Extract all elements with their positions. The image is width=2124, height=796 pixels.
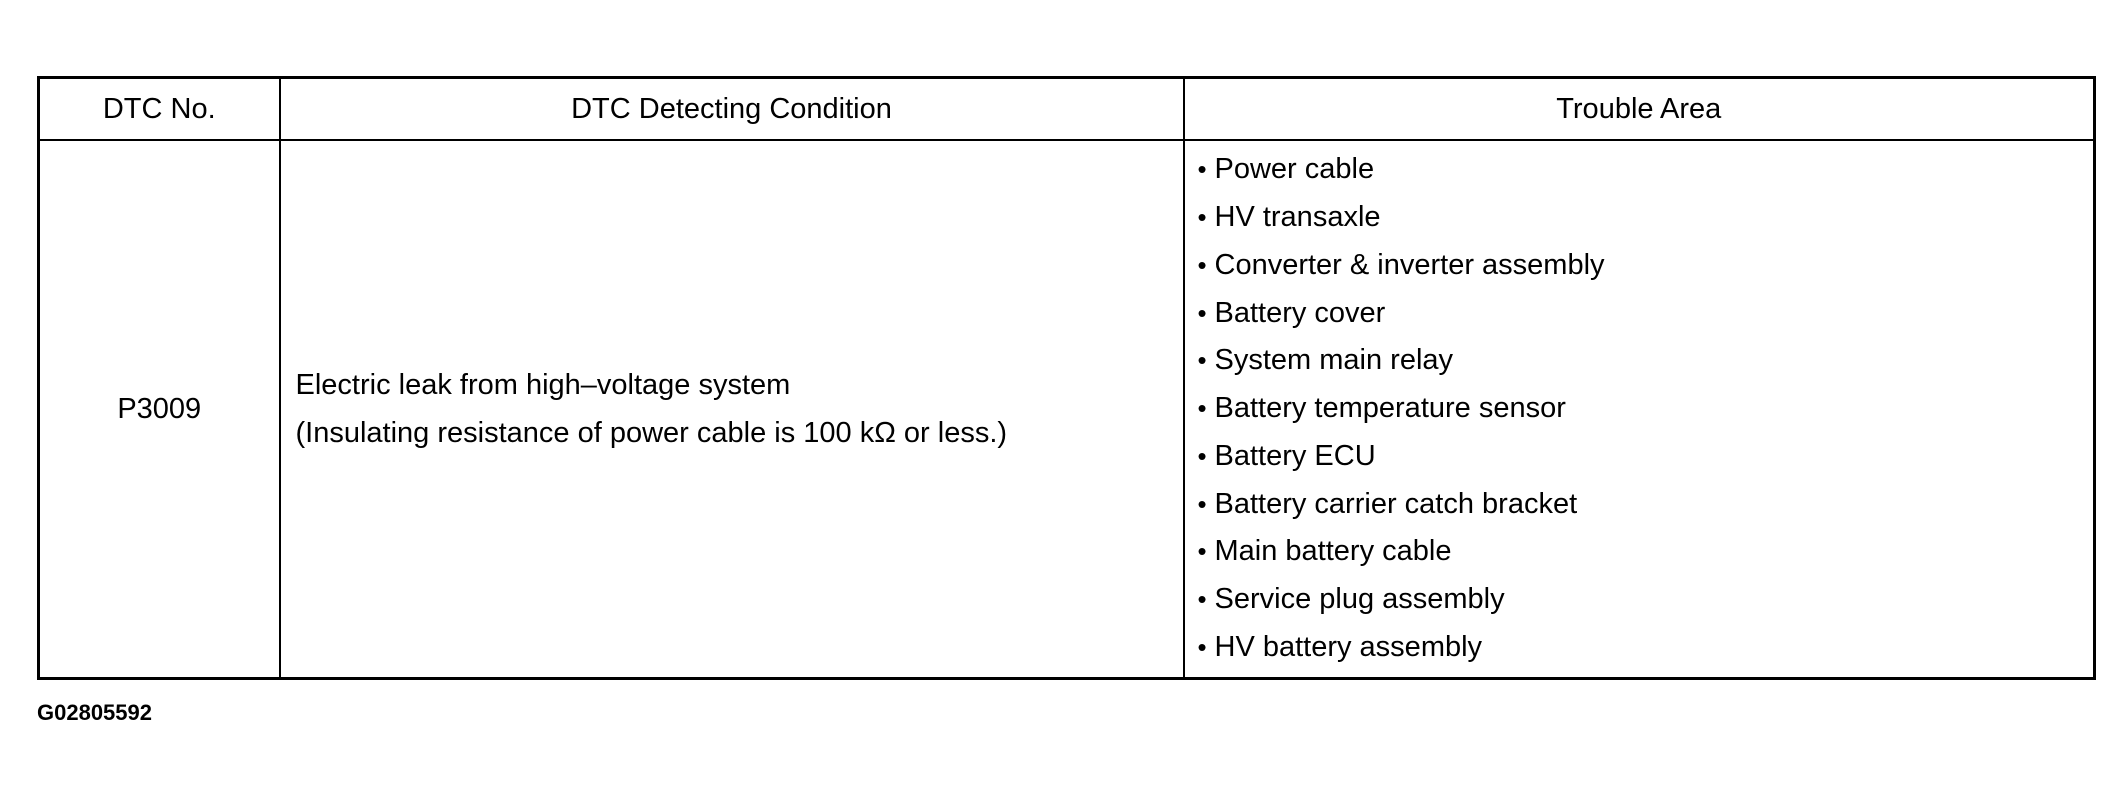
bullet-icon: • <box>1197 201 1207 232</box>
trouble-area-item: •Battery temperature sensor <box>1198 385 2094 433</box>
trouble-area-item: •Battery ECU <box>1198 433 2094 481</box>
table-row: P3009 Electric leak from high–voltage sy… <box>37 139 2096 680</box>
trouble-area-cell: •Power cable •HV transaxle •Converter & … <box>1182 139 2096 680</box>
trouble-area-label: HV battery assembly <box>1214 631 1483 664</box>
trouble-area-label: Power cable <box>1214 153 1375 186</box>
figure-id: G02805592 <box>37 700 152 725</box>
bullet-icon: • <box>1197 632 1207 663</box>
condition-line-1: Electric leak from high–voltage system <box>295 369 791 401</box>
header-detecting-condition: DTC Detecting Condition <box>278 76 1185 141</box>
trouble-area-item: •HV transaxle <box>1198 194 2094 242</box>
trouble-area-item: •Power cable <box>1198 146 2094 194</box>
condition-line-2: (Insulating resistance of power cable is… <box>295 417 1008 449</box>
trouble-area-label: Service plug assembly <box>1214 583 1505 616</box>
trouble-area-label: Converter & inverter assembly <box>1214 248 1605 281</box>
trouble-area-item: •Service plug assembly <box>1198 576 2094 624</box>
header-trouble-area: Trouble Area <box>1182 76 2096 141</box>
bullet-icon: • <box>1197 249 1207 280</box>
trouble-area-item: •Battery carrier catch bracket <box>1198 481 2094 529</box>
trouble-area-item: •Main battery cable <box>1198 528 2094 576</box>
table-header-row: DTC No. DTC Detecting Condition Trouble … <box>37 76 2096 141</box>
trouble-area-label: Battery carrier catch bracket <box>1214 487 1578 520</box>
bullet-icon: • <box>1197 345 1207 376</box>
detecting-condition-cell: Electric leak from high–voltage system (… <box>278 139 1185 680</box>
trouble-area-item: •HV battery assembly <box>1198 624 2094 672</box>
bullet-icon: • <box>1197 488 1207 519</box>
dtc-table: DTC No. DTC Detecting Condition Trouble … <box>37 76 2096 680</box>
header-dtc-no: DTC No. <box>37 76 281 141</box>
trouble-area-label: System main relay <box>1214 344 1454 377</box>
trouble-area-item: •System main relay <box>1198 337 2094 385</box>
dtc-number-cell: P3009 <box>37 139 281 680</box>
trouble-area-label: HV transaxle <box>1214 200 1381 233</box>
trouble-area-list: •Power cable •HV transaxle •Converter & … <box>1198 146 2094 672</box>
trouble-area-label: Battery temperature sensor <box>1214 392 1566 425</box>
bullet-icon: • <box>1197 297 1207 328</box>
bullet-icon: • <box>1197 584 1207 615</box>
bullet-icon: • <box>1197 393 1207 424</box>
trouble-area-label: Battery cover <box>1214 296 1386 329</box>
bullet-icon: • <box>1197 440 1207 471</box>
trouble-area-item: •Battery cover <box>1198 290 2094 338</box>
bullet-icon: • <box>1197 154 1207 185</box>
bullet-icon: • <box>1197 536 1207 567</box>
trouble-area-label: Main battery cable <box>1214 535 1452 568</box>
trouble-area-label: Battery ECU <box>1214 439 1376 472</box>
trouble-area-item: •Converter & inverter assembly <box>1198 242 2094 290</box>
